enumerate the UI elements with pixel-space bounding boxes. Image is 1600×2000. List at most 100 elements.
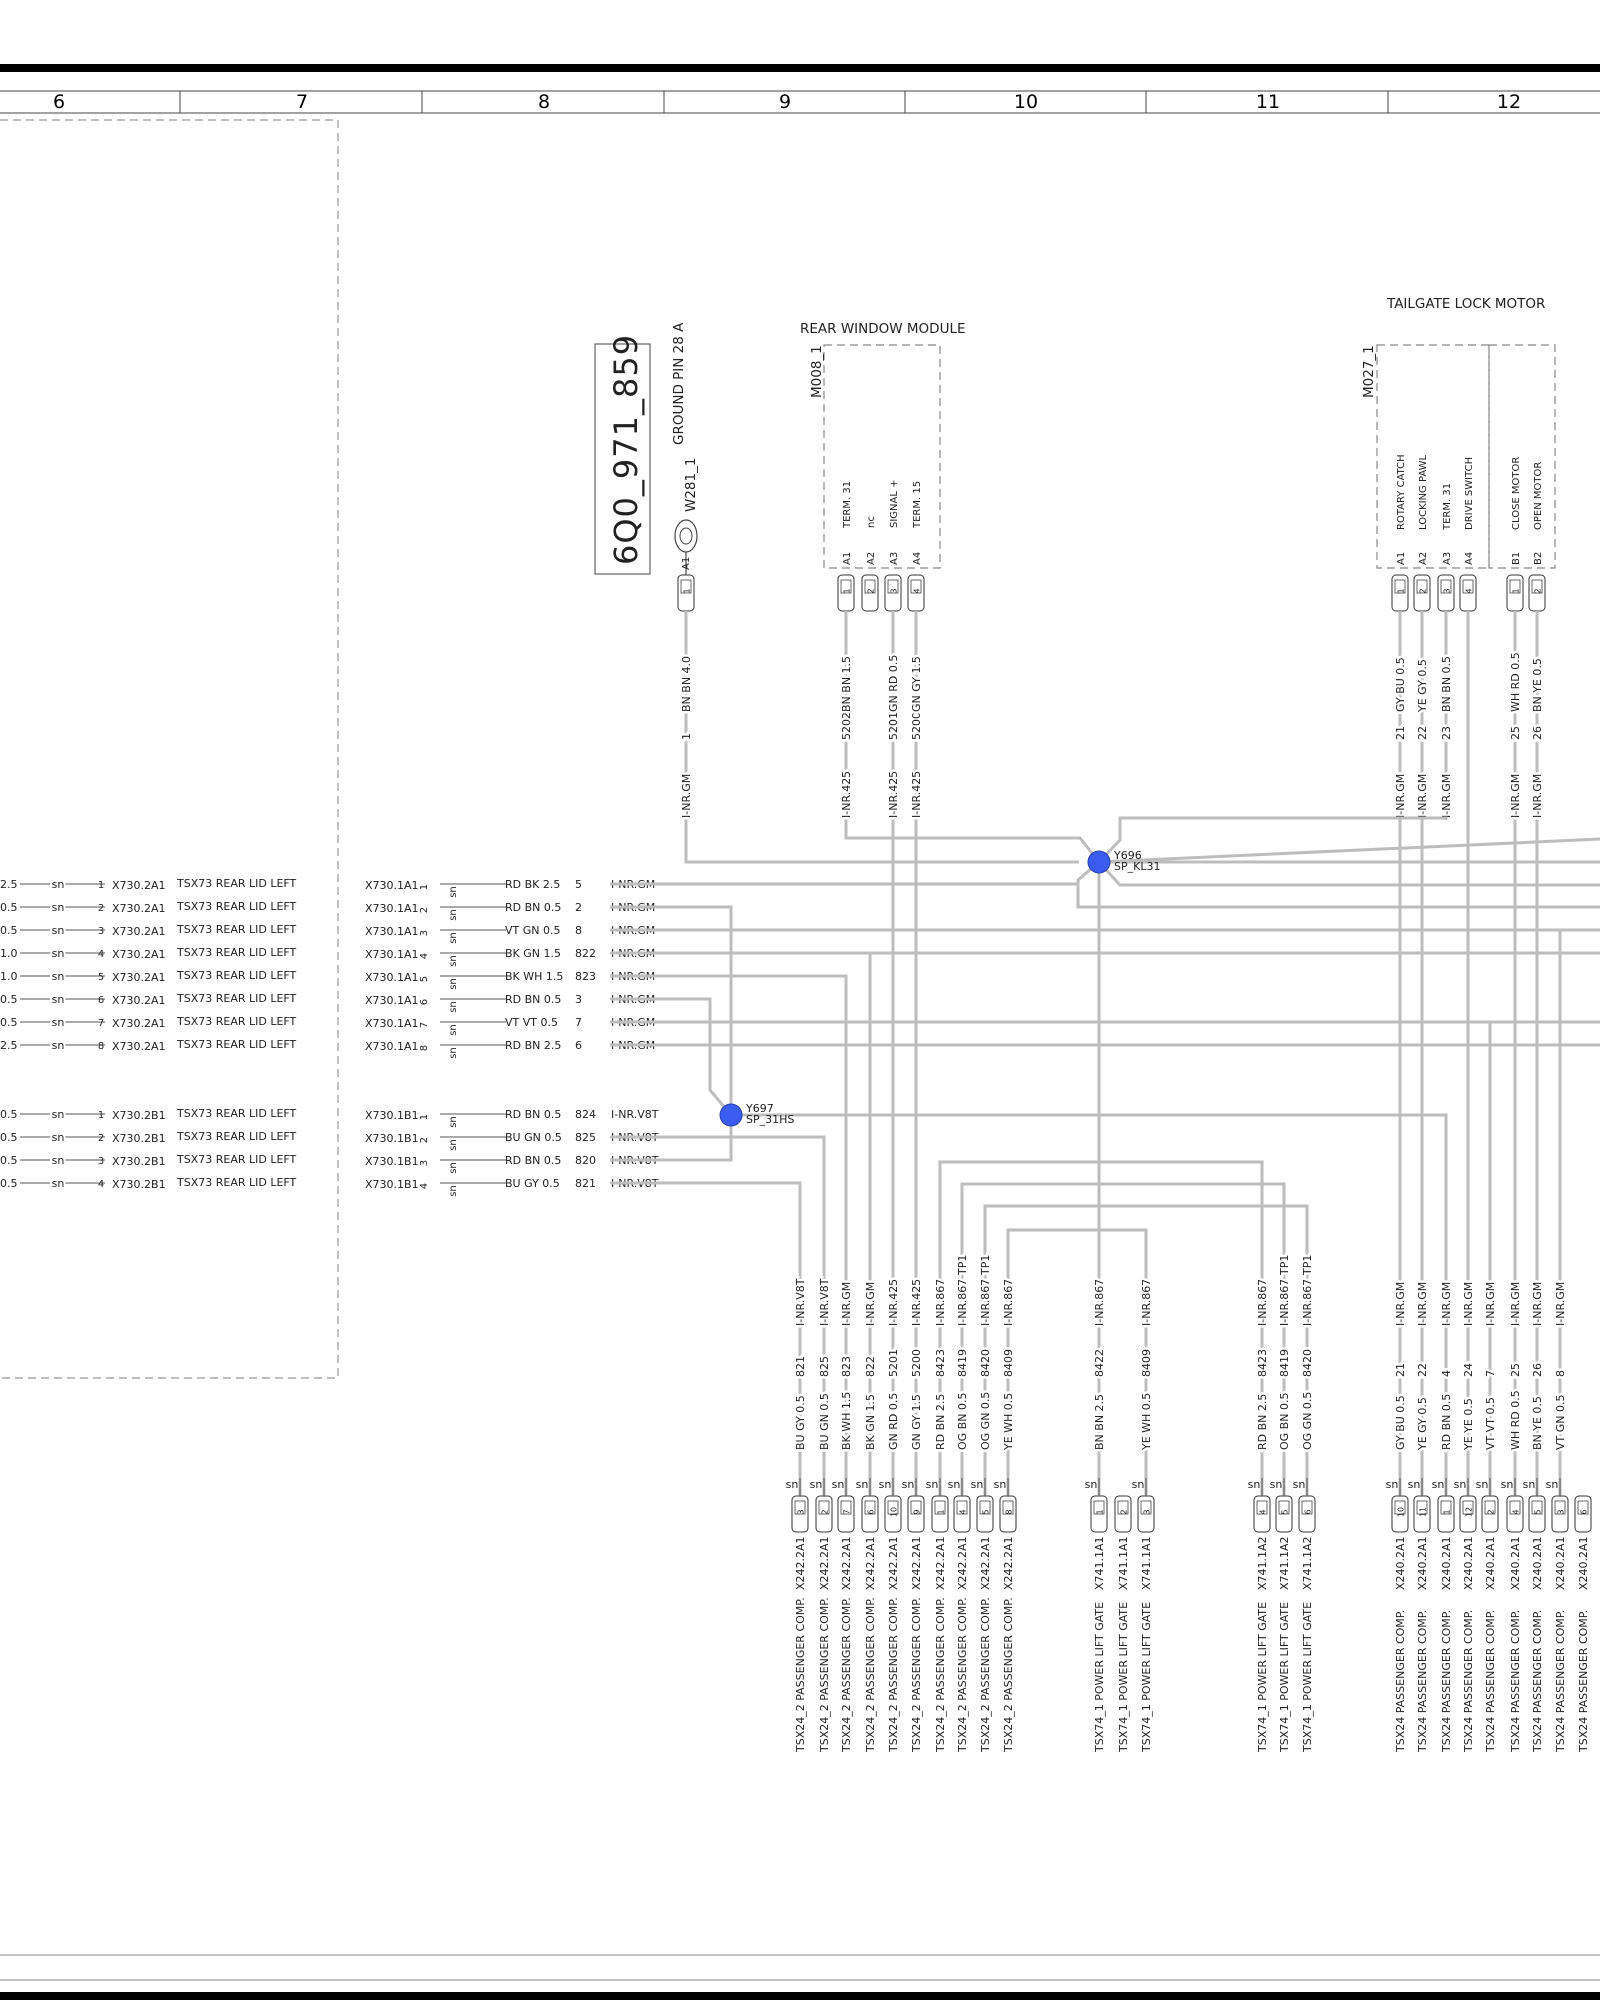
left-connector-id: X730.2B1 (112, 1132, 166, 1145)
tailgate-ref: M027_1 (1361, 345, 1377, 398)
tlm-pin-function: LOCKING PAWL (1418, 454, 1429, 530)
tlm-B1-net: I-NR.GM (1509, 774, 1522, 818)
splice-ref: Y696 (1113, 849, 1142, 862)
rear-window-module-border (823, 344, 941, 569)
bottom-pin-label: 3 (1143, 1509, 1152, 1514)
bottom-connector-id: X242.2A1 (794, 1536, 807, 1590)
ground-eyelet-hole (679, 527, 693, 545)
left-connector-desc: TSX73 REAR LID LEFT (176, 1176, 297, 1189)
left-shield-sn: sn (52, 1016, 65, 1029)
tailgate-title: TAILGATE LOCK MOTOR (1386, 296, 1545, 312)
bottom-connector-desc: TSX24_2 PASSENGER COMP. (1002, 1597, 1015, 1753)
left-wire-size: 0.5 (0, 1131, 18, 1144)
bottom-wire-spec: OG BN 0.5 (1278, 1393, 1291, 1450)
bottom-connector-id: X240.2A1 (1577, 1536, 1590, 1590)
bottom-circuit: 8 (1554, 1370, 1567, 1377)
tailgate-motor-border-b (1488, 344, 1556, 569)
bottom-shield-sn: sn (1432, 1478, 1445, 1491)
bottom-pin-inner (1278, 1500, 1290, 1515)
bottom-pin-inner (887, 1500, 899, 1515)
left-pin-num: 4 (98, 1179, 104, 1190)
bottom-connector-id: X242.2A1 (840, 1536, 853, 1590)
bottom-wire-spec: VT GN 0.5 (1554, 1395, 1567, 1450)
rwm-A4-spec: GN GY 1.5 (910, 656, 923, 712)
mid-pin-num: 7 (419, 1022, 430, 1028)
bottom-circuit: 21 (1394, 1363, 1407, 1377)
bottom-shield-sn: sn (810, 1478, 823, 1491)
splice1-right-2 (1097, 860, 1600, 887)
bottom-extra: TP1 (1278, 1255, 1291, 1276)
mid-wire-spec: RD BK 2.5 (505, 878, 560, 891)
rwm-pin-inner (887, 579, 899, 594)
left-connector-desc: TSX73 REAR LID LEFT (176, 969, 297, 982)
tlm-pin-id: A1 (1396, 552, 1407, 565)
bottom-connector-desc: TSX74_1 POWER LIFT GATE (1301, 1602, 1314, 1753)
left-connector-desc: TSX73 REAR LID LEFT (176, 1130, 297, 1143)
bottom-shield-sn: sn (1476, 1478, 1489, 1491)
bottom-connector-desc: TSX24_2 PASSENGER COMP. (979, 1597, 992, 1753)
tlm-pin-inner (1531, 579, 1543, 594)
rwm-term31-to-splice (844, 820, 1101, 863)
bottom-pin-inner (910, 1500, 922, 1515)
mid-pin-num: 4 (419, 1183, 430, 1189)
left-shield-sn: sn (52, 1039, 65, 1052)
bottom-pin-inner (1117, 1500, 1129, 1515)
tlm-pin-function: ROTARY CATCH (1396, 454, 1407, 530)
tlm-pin-label: 1 (1512, 588, 1521, 593)
splice2-to-row11 (610, 1115, 733, 1162)
mid-connector-id: X730.1A1 (365, 994, 419, 1007)
left-connector-id: X730.2A1 (112, 879, 166, 892)
bottom-wire-spec: BN BN 2.5 (1093, 1394, 1106, 1450)
bottom-pin-label: 5 (1534, 1509, 1543, 1514)
bottom-connector-id: X240.2A1 (1416, 1536, 1429, 1590)
left-pin-num: 2 (98, 903, 104, 914)
bottom-pin-inner (840, 1500, 852, 1515)
bottom-connector-id: X240.2A1 (1462, 1536, 1475, 1590)
bottom-net: I-NR.GM (1440, 1282, 1453, 1326)
mid-wire-spec: RD BN 0.5 (505, 1108, 561, 1121)
bottom-pin-label: 1 (937, 1509, 946, 1514)
mid-pin-num: 3 (419, 930, 430, 936)
bottom-net: I-NR.867 (979, 1279, 992, 1326)
bottom-wire-spec: OG BN 0.5 (956, 1393, 969, 1450)
bottom-pin-inner (794, 1500, 806, 1515)
rd-bn-8423-route (938, 1160, 1264, 1495)
bottom-pin-inner (1394, 1500, 1406, 1515)
tlm-A3-spec: BN BN 0.5 (1440, 656, 1453, 712)
mid-shield-sn: sn (448, 909, 459, 921)
bottom-pin-label: 4 (1512, 1509, 1521, 1514)
bottom-net: I-NR.867 (1278, 1279, 1291, 1326)
left-connector-desc: TSX73 REAR LID LEFT (176, 946, 297, 959)
left-connector-id: X730.2A1 (112, 1040, 166, 1053)
bottom-pin-inner (956, 1500, 968, 1515)
splice-name: SP_KL31 (1114, 860, 1160, 873)
bottom-wire-spec: OG GN 0.5 (979, 1392, 992, 1450)
bottom-shield-sn: sn (832, 1478, 845, 1491)
mid-circuit-num: 823 (575, 970, 596, 983)
bottom-pin-label: 2 (1487, 1509, 1496, 1514)
bottom-pin-label: 2 (821, 1509, 830, 1514)
splice-ref: Y697 (745, 1102, 774, 1115)
left-connector-desc: TSX73 REAR LID LEFT (176, 992, 297, 1005)
tlm-B2-spec: BN YE 0.5 (1531, 658, 1544, 712)
bottom-shield-sn: sn (971, 1478, 984, 1491)
bottom-wire-spec: WH RD 0.5 (1509, 1390, 1522, 1450)
bottom-connector-desc: TSX74_1 POWER LIFT GATE (1278, 1602, 1291, 1753)
og-bn-8419-route (960, 1182, 1286, 1495)
bottom-extra: TP1 (956, 1255, 969, 1276)
ground-circuit: 1 (680, 733, 693, 740)
mid-pin-num: 4 (419, 953, 430, 959)
bottom-circuit: 8419 (956, 1349, 969, 1377)
left-pin-num: 4 (98, 949, 104, 960)
left-wire-size: 0.5 (0, 924, 18, 937)
bottom-circuit: 8409 (1002, 1349, 1015, 1377)
bottom-pin-inner (1002, 1500, 1014, 1515)
bottom-net: I-NR.GM (1531, 1282, 1544, 1326)
bottom-connector-id: X242.2A1 (1002, 1536, 1015, 1590)
rwm-A3-spec: GN RD 0.5 (887, 655, 900, 712)
bottom-connector-id: X240.2A1 (1509, 1536, 1522, 1590)
tlm-B2-circuit: 26 (1531, 726, 1544, 740)
part-number: 6Q0_971_859 (607, 334, 645, 565)
mid-connector-id: X730.1A1 (365, 1040, 419, 1053)
column-number-8: 8 (538, 91, 550, 113)
